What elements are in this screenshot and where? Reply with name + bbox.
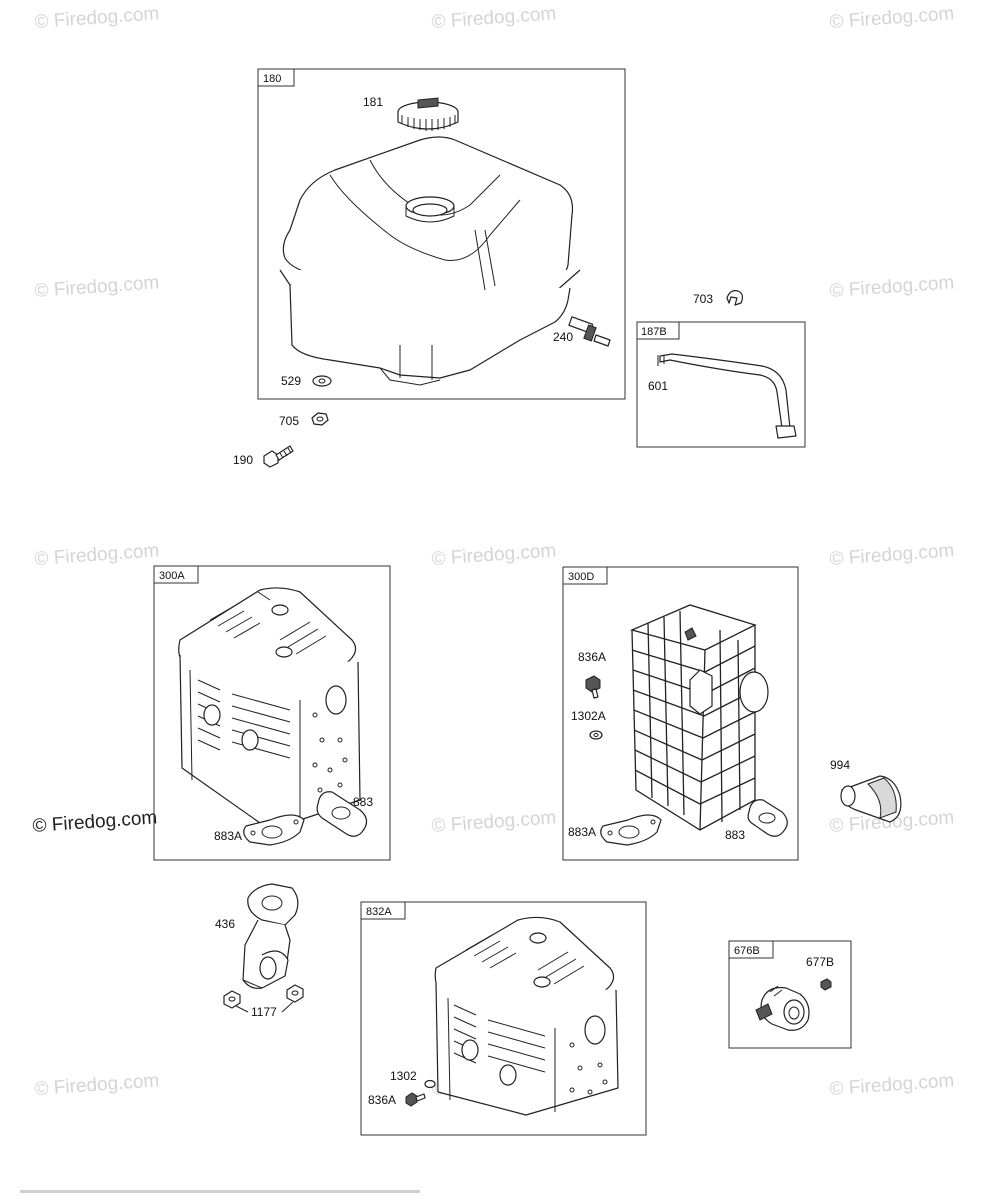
lock-washer-1302-icon[interactable] [424, 1079, 436, 1089]
group-300D-muffler-cage: 300D 836A 1302A 883A [562, 566, 799, 861]
muffler-clamp-icon[interactable] [755, 985, 810, 1031]
muffler-guard-icon[interactable] [178, 587, 361, 831]
group-tag [636, 321, 680, 340]
watermark: © Firedog.com [34, 272, 160, 302]
muffler-icon[interactable] [434, 916, 619, 1116]
group-tag-label: 187B [641, 326, 667, 338]
exhaust-elbow-icon[interactable] [242, 883, 299, 989]
callout-190: 190 [233, 453, 253, 467]
watermark: © Firedog.com [34, 540, 160, 570]
callout-529: 529 [281, 374, 301, 388]
lock-washer-1302A-icon[interactable] [589, 730, 603, 740]
watermark: © Firedog.com [34, 3, 160, 33]
gasket-883A-icon[interactable] [600, 814, 662, 846]
gasket-883A-icon[interactable] [243, 814, 305, 846]
group-180-fuel-tank: 180 181 240 [257, 68, 626, 400]
callout-705: 705 [279, 414, 299, 428]
watermark: © Firedog.com [431, 807, 557, 837]
group-tag-label: 676B [734, 945, 760, 957]
callout-601: 601 [648, 379, 668, 393]
callout-836A: 836A [578, 650, 606, 664]
screw-836A-icon[interactable] [405, 1092, 426, 1107]
fuel-hose-icon[interactable] [657, 353, 797, 439]
callout-436: 436 [215, 917, 235, 931]
spark-arrestor-cage-icon[interactable] [630, 604, 769, 831]
leader-line [235, 1001, 294, 1013]
callout-240: 240 [553, 330, 573, 344]
callout-181: 181 [363, 95, 383, 109]
screw-677B-icon[interactable] [820, 978, 832, 991]
callout-883: 883 [353, 795, 373, 809]
group-tag [153, 565, 199, 584]
group-676B-clamp: 676B 677B [728, 940, 852, 1049]
washer-icon[interactable] [312, 375, 332, 387]
watermark: © Firedog.com [34, 1070, 160, 1100]
flange-nut-icon[interactable] [286, 984, 304, 1003]
group-tag-label: 300A [159, 570, 185, 582]
fuel-tank-icon[interactable] [279, 136, 581, 386]
callout-883A: 883A [214, 829, 242, 843]
group-frame [257, 68, 626, 400]
group-tag-label: 832A [366, 906, 392, 918]
callout-677B: 677B [806, 955, 834, 969]
watermark: © Firedog.com [431, 3, 557, 33]
group-tag [728, 940, 774, 959]
group-tag [360, 901, 406, 920]
watermark: © Firedog.com [829, 3, 955, 33]
callout-994: 994 [830, 758, 850, 772]
watermark: © Firedog.com [829, 540, 955, 570]
bolt-icon[interactable] [263, 445, 294, 468]
flange-nut-icon[interactable] [223, 990, 241, 1009]
hose-clamp-icon[interactable] [726, 290, 744, 306]
callout-703: 703 [693, 292, 713, 306]
callout-883A: 883A [568, 825, 596, 839]
gasket-883-icon[interactable] [747, 799, 788, 837]
group-frame [728, 940, 852, 1049]
callout-1302: 1302 [390, 1069, 417, 1083]
group-tag [257, 68, 295, 87]
group-tag [562, 566, 608, 585]
group-frame [562, 566, 799, 861]
group-frame [360, 901, 647, 1136]
callout-836A: 836A [368, 1093, 396, 1107]
footer-divider [20, 1190, 420, 1193]
fuel-cap-icon[interactable] [397, 97, 459, 131]
group-832A-muffler: 832A 1302 836A [360, 901, 647, 1136]
nut-icon[interactable] [311, 412, 329, 426]
exhaust-deflector-icon[interactable] [840, 775, 902, 823]
callout-1302A: 1302A [571, 709, 606, 723]
watermark: © Firedog.com [431, 540, 557, 570]
group-tag-label: 300D [568, 571, 594, 583]
gasket-883-icon[interactable] [316, 791, 368, 837]
callout-1177: 1177 [251, 1005, 277, 1019]
fuel-valve-icon[interactable] [568, 316, 611, 347]
watermark-main: © Firedog.com [32, 807, 158, 837]
group-300A-muffler: 300A 883 883A [153, 565, 391, 861]
screw-836A-icon[interactable] [585, 675, 601, 699]
group-tag-label: 180 [263, 73, 281, 85]
watermark: © Firedog.com [32, 807, 158, 837]
watermark: © Firedog.com [829, 272, 955, 302]
watermark: © Firedog.com [829, 1070, 955, 1100]
callout-883: 883 [725, 828, 745, 842]
group-frame [636, 321, 806, 448]
group-frame [153, 565, 391, 861]
group-187B-fuel-line: 187B 601 [636, 321, 806, 448]
